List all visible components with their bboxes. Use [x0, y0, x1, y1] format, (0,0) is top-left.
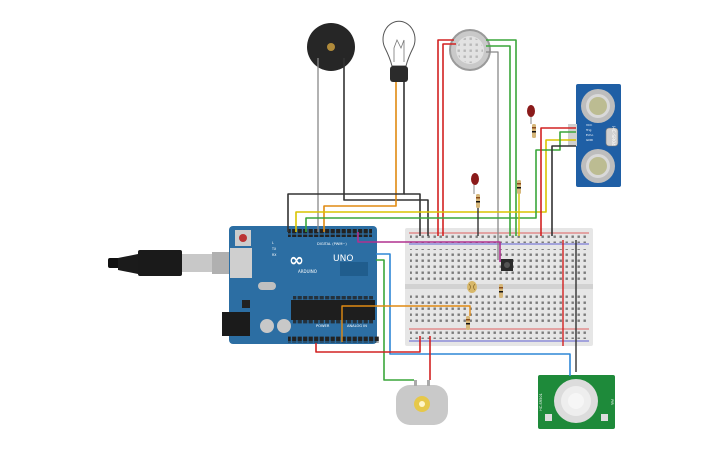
dc-motor[interactable] — [396, 380, 448, 425]
arduino-tx-led-label: TX — [271, 247, 277, 251]
arduino-l-led-label: L — [272, 241, 274, 245]
ultrasonic-sensor[interactable]: VCC Trig Echo GND HC-SR04 — [568, 84, 621, 187]
gas-sensor[interactable] — [449, 29, 491, 71]
arduino-digital-label: DIGITAL (PWM~) — [317, 242, 347, 246]
usb-cable — [108, 250, 234, 276]
pir-right-label: PIR — [610, 399, 614, 405]
arduino-analog-label: ANALOG IN — [347, 324, 367, 328]
arduino-infinity-logo: ∞ — [289, 250, 304, 271]
wires — [287, 39, 577, 381]
resistor-1[interactable] — [476, 194, 480, 208]
resistor-3[interactable] — [532, 124, 536, 138]
ultrasonic-pin-trig: Trig — [585, 128, 591, 132]
ultrasonic-model-label: HC-SR04 — [610, 126, 616, 146]
push-button[interactable] — [501, 259, 513, 271]
piezo-buzzer[interactable] — [307, 23, 355, 71]
photoresistor[interactable] — [467, 281, 477, 293]
arduino-uno-board[interactable]: ∞ ARDUINO UNO DIGITAL (PWM~) POWER ANALO… — [222, 226, 380, 344]
resistor-5[interactable] — [466, 316, 470, 330]
arduino-model-label: UNO — [333, 254, 353, 264]
light-bulb[interactable] — [382, 20, 416, 82]
resistor-2[interactable] — [517, 180, 521, 194]
pir-left-label: HC-SR501 — [539, 393, 543, 411]
arduino-brand-label: ARDUINO — [298, 269, 317, 274]
red-led-1[interactable] — [471, 173, 479, 194]
ultrasonic-pin-vcc: VCC — [586, 123, 592, 127]
resistor-4[interactable] — [499, 284, 503, 298]
arduino-rx-led-label: RX — [272, 253, 277, 257]
pir-sensor[interactable]: HC-SR501 PIR — [538, 375, 615, 429]
arduino-power-label: POWER — [316, 324, 330, 328]
ultrasonic-pin-gnd: GND — [586, 138, 594, 142]
red-led-2[interactable] — [527, 105, 535, 124]
ultrasonic-pin-echo: Echo — [586, 133, 593, 137]
